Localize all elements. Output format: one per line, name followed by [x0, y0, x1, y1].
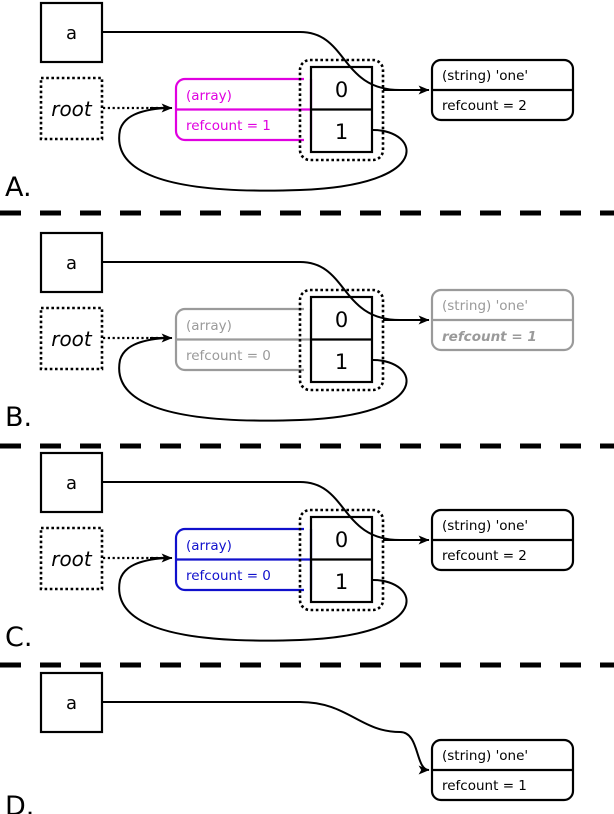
panel-label-b: B.	[5, 402, 32, 433]
array-node-type: (array)	[186, 88, 232, 104]
root-box: root	[39, 76, 104, 141]
array-cell-1: 1	[335, 570, 348, 594]
root-box: root	[39, 306, 104, 371]
array-cell-0: 0	[335, 528, 348, 552]
a-to-string-edge	[103, 31, 401, 91]
array-index-cells: 0 1	[309, 515, 374, 604]
variable-box-label: a	[66, 23, 77, 44]
array-node-type: (array)	[186, 318, 232, 334]
array-node-refcount: refcount = 1	[186, 118, 271, 134]
panel-b: a root (array) refcount = 0 0 1	[5, 231, 575, 433]
array-cells-wrapper	[298, 508, 385, 612]
panel-a: a root (array) refcount = 1	[5, 1, 575, 203]
cell1-self-loop-edge	[118, 107, 408, 192]
string-node: (string) 'one' refcount = 2	[430, 58, 575, 122]
a-to-string-edge	[103, 261, 401, 321]
panel-d: a (string) 'one' refcount = 1 D.	[5, 671, 575, 814]
string-node-type: (string) 'one'	[442, 298, 528, 314]
string-node: (string) 'one' refcount = 2	[430, 508, 575, 572]
cell1-self-loop-edge	[118, 337, 408, 422]
array-cells-wrapper	[298, 288, 385, 392]
panel-label-d: D.	[5, 791, 34, 814]
array-node-refcount: refcount = 0	[186, 568, 271, 584]
root-box: root	[39, 526, 104, 591]
string-node-type: (string) 'one'	[442, 68, 528, 84]
array-node: (array) refcount = 0	[174, 527, 313, 592]
string-node-refcount: refcount = 1	[442, 778, 527, 794]
array-cells-wrapper	[298, 58, 385, 162]
string-node-refcount: refcount = 2	[442, 98, 527, 114]
variable-box-a: a	[39, 1, 104, 64]
variable-box-label: a	[66, 253, 77, 274]
array-node-refcount: refcount = 0	[186, 348, 271, 364]
array-node: (array) refcount = 0	[174, 307, 313, 372]
array-cell-1: 1	[335, 350, 348, 374]
root-box-label: root	[51, 327, 93, 351]
string-node: (string) 'one' refcount = 1	[430, 288, 575, 352]
panel-label-c: C.	[5, 622, 32, 653]
variable-box-label: a	[66, 473, 77, 494]
array-cell-1: 1	[335, 120, 348, 144]
string-node: (string) 'one' refcount = 1	[430, 738, 575, 802]
a-to-string-edge	[103, 701, 430, 775]
variable-box-a: a	[39, 671, 104, 734]
array-cell-0: 0	[335, 78, 348, 102]
cell1-self-loop-edge	[118, 557, 408, 642]
array-node: (array) refcount = 1	[174, 77, 313, 142]
array-cell-0: 0	[335, 308, 348, 332]
root-box-label: root	[51, 97, 93, 121]
root-box-label: root	[51, 547, 93, 571]
array-index-cells: 0 1	[309, 65, 374, 154]
variable-box-a: a	[39, 451, 104, 514]
array-node-type: (array)	[186, 538, 232, 554]
string-node-refcount: refcount = 2	[442, 548, 527, 564]
string-node-type: (string) 'one'	[442, 518, 528, 534]
string-node-type: (string) 'one'	[442, 748, 528, 764]
variable-box-label: a	[66, 693, 77, 714]
panel-label-a: A.	[5, 172, 32, 203]
string-node-refcount: refcount = 1	[442, 329, 537, 345]
array-index-cells: 0 1	[309, 295, 374, 384]
variable-box-a: a	[39, 231, 104, 294]
a-to-string-edge	[103, 481, 401, 541]
panel-c: a root (array) refcount = 0 0 1	[5, 451, 575, 653]
